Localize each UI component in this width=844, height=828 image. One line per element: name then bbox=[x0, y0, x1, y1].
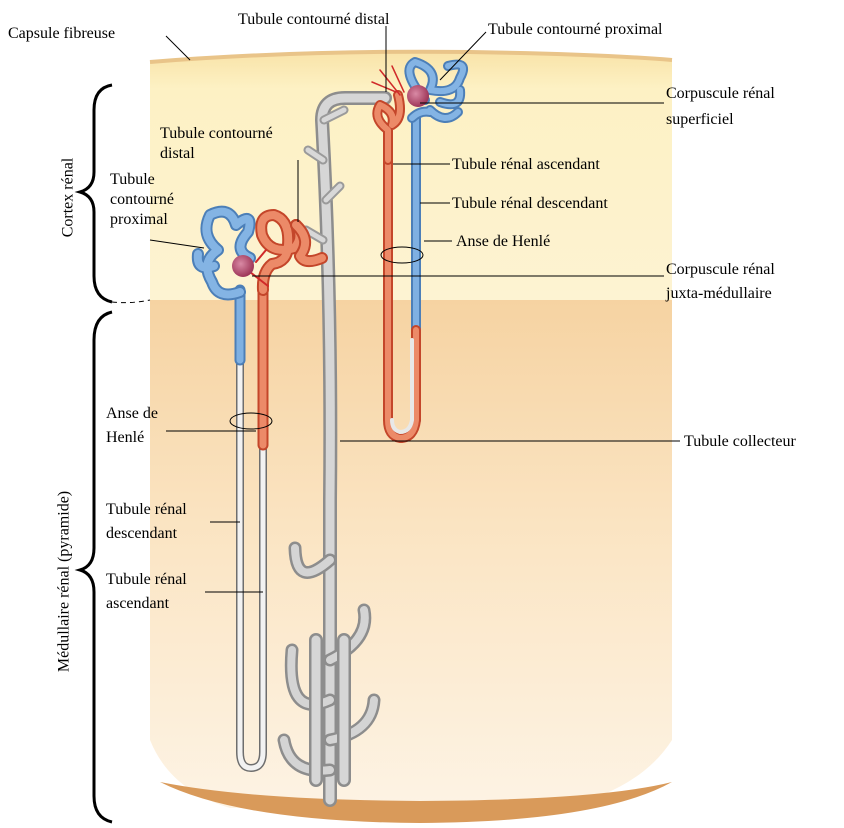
label-anse-de-henle-left-line2: Henlé bbox=[106, 428, 144, 447]
label-tubule-contourne-proximal-left-line1: Tubule bbox=[110, 170, 155, 189]
label-tubule-contourne-proximal-left-line2: contourné bbox=[110, 190, 174, 209]
label-corpuscule-superficiel-line1: Corpuscule rénal bbox=[666, 84, 775, 103]
label-capsule-fibreuse: Capsule fibreuse bbox=[8, 24, 115, 43]
label-anse-de-henle-right: Anse de Henlé bbox=[456, 232, 550, 251]
label-tubule-renal-ascendant-left-line1: Tubule rénal bbox=[106, 570, 187, 589]
medulla-brace bbox=[80, 312, 112, 822]
label-tubule-renal-ascendant-right: Tubule rénal ascendant bbox=[452, 155, 600, 174]
label-cortex-renal: Cortex rénal bbox=[59, 148, 78, 248]
label-tubule-renal-descendant-left-line2: descendant bbox=[106, 524, 177, 543]
label-corpuscule-juxta-line2: juxta-médullaire bbox=[666, 284, 772, 303]
label-tubule-collecteur: Tubule collecteur bbox=[684, 432, 796, 451]
cortex-brace bbox=[80, 85, 112, 302]
label-tubule-contourne-distal-left-line1: Tubule contourné bbox=[160, 124, 273, 143]
label-tubule-renal-descendant-right: Tubule rénal descendant bbox=[452, 194, 608, 213]
label-tubule-contourne-proximal-left-line3: proximal bbox=[110, 210, 168, 229]
label-anse-de-henle-left-line1: Anse de bbox=[106, 404, 158, 423]
label-tubule-contourne-distal-left-line2: distal bbox=[160, 144, 195, 163]
superficial-glomerulus bbox=[407, 85, 429, 107]
label-medullaire-renal: Médullaire rénal (pyramide) bbox=[55, 472, 74, 692]
label-corpuscule-juxta-line1: Corpuscule rénal bbox=[666, 260, 775, 279]
label-tubule-renal-ascendant-left-line2: ascendant bbox=[106, 594, 169, 613]
cortex-medulla-dash bbox=[112, 300, 150, 303]
label-tubule-contourne-distal-top: Tubule contourné distal bbox=[238, 10, 389, 29]
label-corpuscule-superficiel-line2: superficiel bbox=[666, 110, 734, 129]
label-tubule-contourne-proximal-top: Tubule contourné proximal bbox=[488, 20, 663, 39]
label-tubule-renal-descendant-left-line1: Tubule rénal bbox=[106, 500, 187, 519]
juxtamedullary-glomerulus bbox=[232, 255, 254, 277]
